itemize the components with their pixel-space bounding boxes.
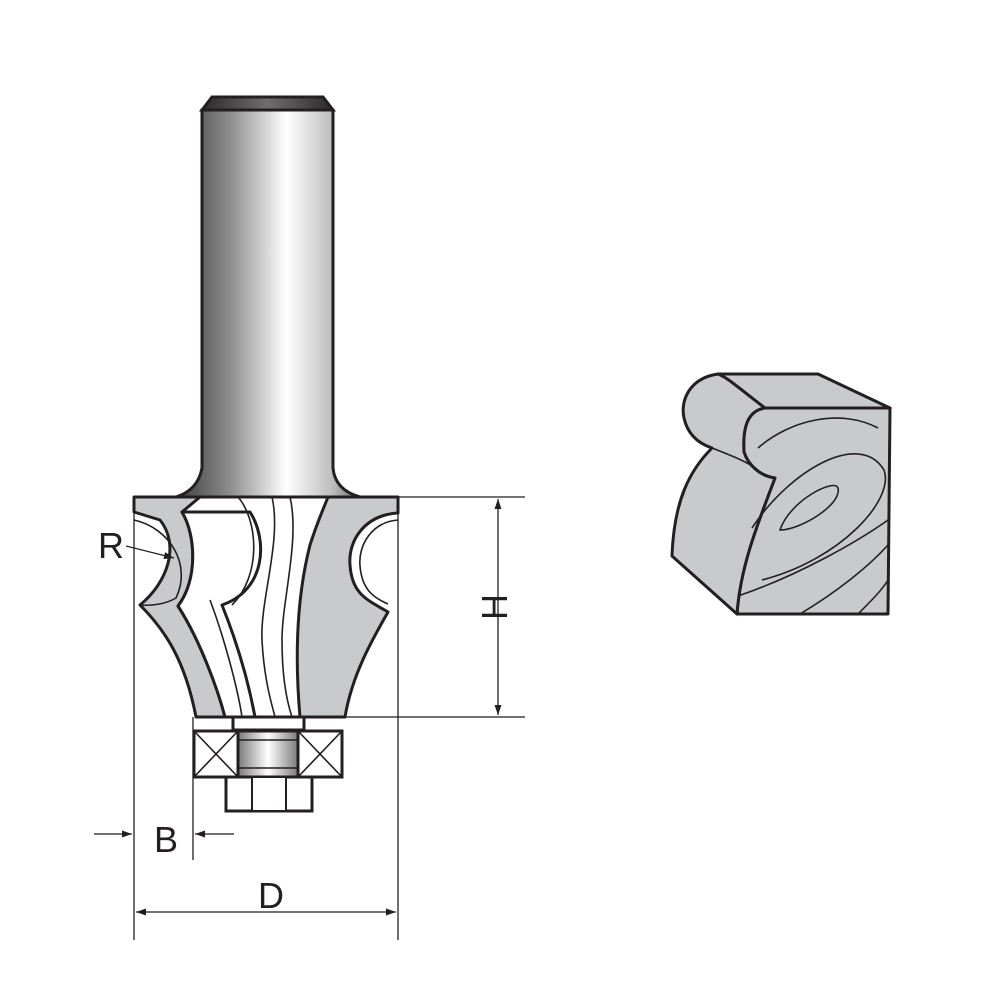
grain-line-4 xyxy=(799,544,889,615)
profile-molded-edge xyxy=(670,372,777,616)
workpiece-profile xyxy=(670,372,892,616)
shank xyxy=(175,95,361,499)
r-groove-edge xyxy=(133,519,182,607)
shank-body xyxy=(175,108,361,499)
profile-edge-curve xyxy=(711,447,759,471)
offset-label: B xyxy=(154,819,178,860)
bearing-screw-slot xyxy=(251,776,287,812)
flute-line-1 xyxy=(231,496,255,606)
bearing-spacer xyxy=(231,715,306,732)
grain-line-5 xyxy=(857,579,889,615)
bearing-assembly xyxy=(192,715,344,813)
flute-line-2 xyxy=(261,496,276,718)
shank-chamfer-cap xyxy=(198,95,337,112)
grain-ellipse xyxy=(778,484,839,531)
height-label: H xyxy=(474,594,515,620)
radius-label: R xyxy=(98,525,124,566)
r-groove-right-edge xyxy=(359,519,399,605)
flute-line-3 xyxy=(281,496,294,718)
cutter-right-blade xyxy=(295,495,400,719)
bearing-inner-ring xyxy=(236,729,300,779)
bearing-right-cross-b xyxy=(297,730,343,778)
diameter-label: D xyxy=(258,875,284,916)
grain-line-2 xyxy=(751,453,887,581)
dimension-lines: H D B R xyxy=(94,496,525,940)
grain-line-1 xyxy=(757,417,879,449)
r-arrow xyxy=(125,545,175,559)
cutter-body xyxy=(132,495,400,719)
flute-line-4 xyxy=(209,599,243,718)
grain-line-3 xyxy=(737,519,889,597)
bearing-left-cross-b xyxy=(193,730,239,778)
